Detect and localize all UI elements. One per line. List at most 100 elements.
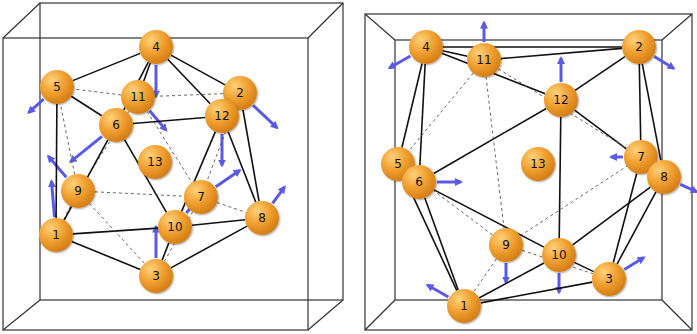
atom-sphere: 4 bbox=[409, 30, 443, 64]
atom-number: 11 bbox=[476, 54, 491, 66]
atom-number: 6 bbox=[112, 119, 120, 131]
bond-line bbox=[559, 117, 561, 238]
atom-number: 4 bbox=[422, 41, 430, 53]
bond-line bbox=[498, 69, 626, 148]
atom-number: 1 bbox=[460, 300, 468, 312]
bond-line bbox=[71, 96, 101, 116]
atom-number: 9 bbox=[74, 185, 82, 197]
displacement-arrow bbox=[155, 65, 158, 97]
atom-sphere: 13 bbox=[521, 147, 555, 181]
bond-line bbox=[575, 57, 625, 91]
atom-sphere: 8 bbox=[245, 201, 279, 235]
atom-sphere: 6 bbox=[99, 108, 133, 142]
atom-sphere: 9 bbox=[61, 174, 95, 208]
displacement-arrow bbox=[52, 181, 55, 217]
atom-sphere: 3 bbox=[592, 262, 626, 296]
atom-sphere: 4 bbox=[139, 30, 173, 64]
bond-line bbox=[443, 46, 622, 48]
bond-line bbox=[89, 204, 144, 264]
bond-line bbox=[73, 228, 158, 234]
displacement-arrow bbox=[505, 263, 508, 283]
bond-line bbox=[574, 262, 593, 271]
displacement-arrow bbox=[273, 187, 285, 204]
bond-line bbox=[420, 64, 425, 165]
displacement-arrow bbox=[560, 58, 563, 82]
atom-number: 12 bbox=[553, 94, 568, 106]
displacement-arrow bbox=[427, 285, 448, 297]
atom-sphere: 1 bbox=[447, 289, 481, 323]
bond-line bbox=[133, 117, 205, 123]
bond-line bbox=[162, 243, 169, 260]
atom-number: 4 bbox=[152, 41, 160, 53]
atom-sphere: 2 bbox=[622, 30, 656, 64]
atom-number: 5 bbox=[53, 81, 61, 93]
displacement-arrow bbox=[558, 273, 561, 293]
atom-number: 7 bbox=[637, 151, 645, 163]
atom-number: 13 bbox=[530, 158, 545, 170]
bond-line bbox=[425, 198, 458, 290]
atom-sphere: 7 bbox=[184, 180, 218, 214]
atom-sphere: 5 bbox=[40, 70, 74, 104]
displacement-arrow bbox=[483, 23, 486, 43]
cube-front-face bbox=[3, 38, 308, 330]
cube-back-face bbox=[40, 3, 343, 300]
atom-number: 10 bbox=[167, 221, 182, 233]
bond-line bbox=[486, 77, 504, 228]
bond-line bbox=[60, 104, 74, 175]
bond-line bbox=[168, 59, 210, 103]
displacement-arrow bbox=[29, 99, 44, 113]
atom-sphere: 10 bbox=[542, 238, 576, 272]
bond-line bbox=[402, 64, 422, 148]
bond-line bbox=[573, 187, 651, 245]
displacement-arrow bbox=[624, 258, 644, 270]
bond-line bbox=[474, 259, 497, 292]
displacement-arrow bbox=[654, 56, 674, 68]
atom-number: 11 bbox=[130, 91, 145, 103]
atom-sphere: 11 bbox=[467, 43, 501, 77]
atom-sphere: 12 bbox=[544, 83, 578, 117]
displacement-arrow bbox=[389, 56, 410, 68]
bond-line bbox=[639, 64, 640, 140]
atom-number: 7 bbox=[197, 191, 205, 203]
displacement-arrow bbox=[437, 181, 461, 184]
atom-number: 13 bbox=[147, 156, 162, 168]
atom-number: 5 bbox=[394, 158, 402, 170]
bond-line bbox=[73, 53, 140, 80]
atom-number: 10 bbox=[551, 249, 566, 261]
cube-back-face bbox=[395, 40, 662, 300]
bond-line bbox=[228, 132, 256, 202]
cube-front-face bbox=[365, 14, 692, 330]
bond-line bbox=[501, 48, 622, 58]
bond-line bbox=[617, 192, 656, 264]
bond-line bbox=[575, 110, 651, 167]
bond-line bbox=[243, 110, 259, 202]
atom-sphere: 6 bbox=[402, 165, 436, 199]
bond-line bbox=[74, 89, 121, 95]
bond-line bbox=[481, 282, 593, 303]
displacement-arrow bbox=[611, 156, 623, 159]
bond-line bbox=[95, 192, 184, 196]
atom-number: 9 bbox=[502, 239, 510, 251]
atom-number: 1 bbox=[52, 229, 60, 241]
atom-number: 2 bbox=[635, 41, 643, 53]
atom-sphere: 11 bbox=[121, 80, 155, 114]
atom-number: 8 bbox=[258, 212, 266, 224]
displacement-arrow bbox=[155, 227, 158, 259]
atom-number: 6 bbox=[415, 176, 423, 188]
atom-number: 12 bbox=[214, 110, 229, 122]
atom-sphere: 10 bbox=[158, 210, 192, 244]
displacement-arrow bbox=[216, 170, 240, 187]
bond-line bbox=[192, 220, 245, 226]
bond-line bbox=[72, 241, 141, 269]
displacement-arrow bbox=[253, 105, 277, 128]
atom-sphere: 9 bbox=[489, 228, 523, 262]
atom-sphere: 12 bbox=[205, 99, 239, 133]
atom-sphere: 8 bbox=[647, 160, 681, 194]
atom-number: 3 bbox=[605, 273, 613, 285]
bond-line bbox=[217, 203, 246, 213]
bond-line bbox=[55, 104, 57, 218]
atom-sphere: 1 bbox=[39, 218, 73, 252]
atom-sphere: 13 bbox=[138, 145, 172, 179]
displacement-arrow bbox=[680, 184, 697, 192]
